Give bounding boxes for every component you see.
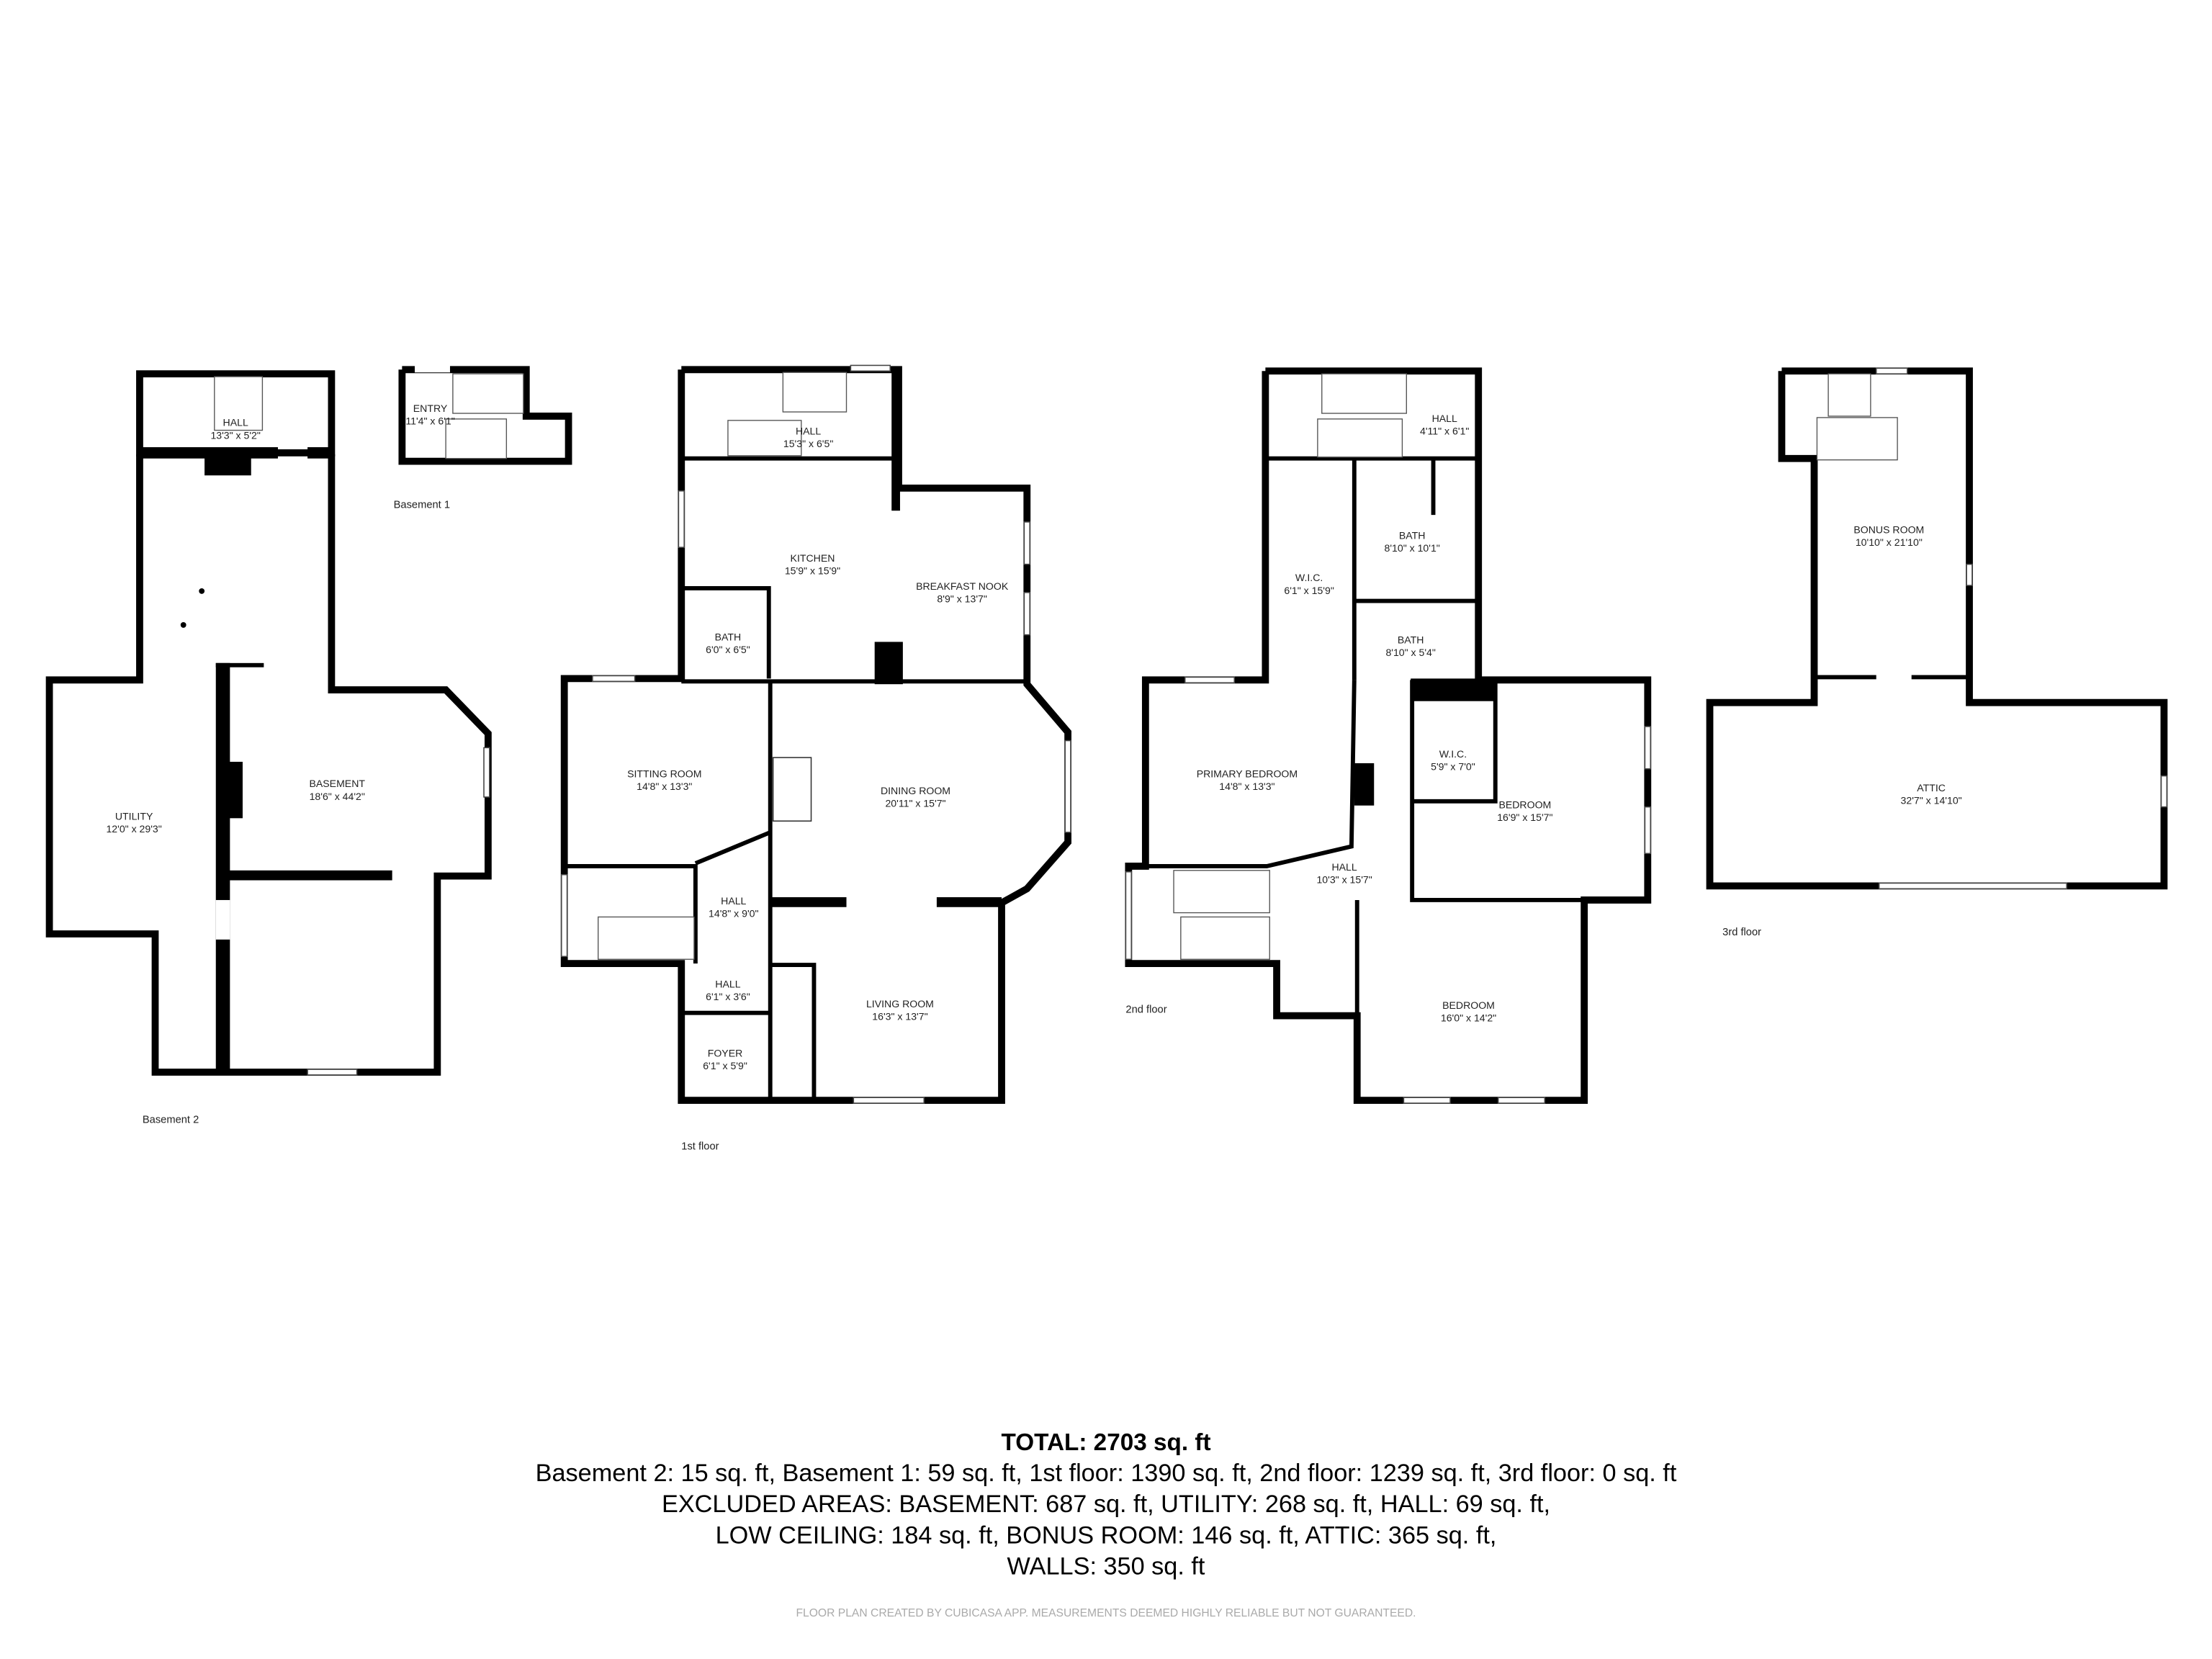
floor-label: 3rd floor bbox=[1722, 927, 1761, 938]
room-name: ATTIC bbox=[1917, 782, 1946, 793]
room-name: BATH bbox=[1399, 529, 1426, 541]
total-area: TOTAL: 2703 sq. ft bbox=[1001, 1429, 1210, 1456]
room-name: BASEMENT bbox=[309, 778, 365, 789]
room-name: HALL bbox=[715, 978, 740, 989]
room-name: DINING ROOM bbox=[881, 785, 950, 796]
room-dims: 6'0" x 6'5" bbox=[706, 644, 750, 655]
floor-basement-2: HALL 13'3" x 5'2" BASEMENT 18'6" x 44'2"… bbox=[45, 370, 492, 1126]
room-dims: 6'1" x 5'9" bbox=[703, 1060, 747, 1071]
room-dims: 15'9" x 15'9" bbox=[785, 565, 840, 576]
room-name: HALL bbox=[796, 425, 821, 436]
room-name: BREAKFAST NOOK bbox=[916, 580, 1009, 592]
area-summary: TOTAL: 2703 sq. ft Basement 2: 15 sq. ft… bbox=[536, 1429, 1677, 1619]
room-name: W.I.C. bbox=[1439, 748, 1467, 760]
room-name: HALL bbox=[223, 417, 248, 428]
room-dims: 16'0" x 14'2" bbox=[1441, 1012, 1496, 1023]
room-name: ENTRY bbox=[413, 403, 448, 414]
room-name: FOYER bbox=[708, 1047, 743, 1058]
room-dims: 15'3" x 6'5" bbox=[783, 438, 833, 449]
room-dims: 11'4" x 6'1" bbox=[405, 415, 454, 427]
floor-label: 2nd floor bbox=[1125, 1004, 1166, 1016]
room-name: BATH bbox=[1398, 634, 1424, 645]
walls-area: WALLS: 350 sq. ft bbox=[1007, 1552, 1205, 1580]
room-name: SITTING ROOM bbox=[627, 768, 701, 780]
room-dims: 5'9" x 7'0" bbox=[1431, 761, 1475, 773]
floor-label: Basement 1 bbox=[394, 499, 450, 511]
room-dims: 8'9" x 13'7" bbox=[937, 593, 986, 605]
room-name: HALL bbox=[721, 895, 746, 907]
disclaimer: FLOOR PLAN CREATED BY CUBICASA APP. MEAS… bbox=[796, 1607, 1416, 1619]
room-dims: 12'0" x 29'3" bbox=[106, 823, 161, 835]
floor-2nd: HALL 4'11" x 6'1" BATH 8'10" x 10'1" W.I… bbox=[1125, 367, 1652, 1105]
room-dims: 6'1" x 3'6" bbox=[706, 991, 750, 1002]
room-name: HALL bbox=[1432, 413, 1457, 424]
room-name: W.I.C. bbox=[1295, 572, 1323, 583]
room-dims: 10'3" x 15'7" bbox=[1316, 873, 1372, 885]
room-dims: 14'8" x 9'0" bbox=[709, 907, 758, 919]
room-name: KITCHEN bbox=[791, 552, 835, 564]
floor-label: 1st floor bbox=[681, 1141, 719, 1153]
room-dims: 16'3" x 13'7" bbox=[872, 1010, 927, 1022]
floor-3rd: BONUS ROOM 10'10" x 21'10" ATTIC 32'7" x… bbox=[1706, 367, 2168, 938]
room-dims: 20'11" x 15'7" bbox=[885, 798, 945, 809]
excluded-areas-cont: LOW CEILING: 184 sq. ft, BONUS ROOM: 146… bbox=[716, 1521, 1497, 1549]
room-dims: 14'8" x 13'3" bbox=[1219, 781, 1274, 792]
room-dims: 32'7" x 14'10" bbox=[1901, 795, 1962, 806]
excluded-areas: EXCLUDED AREAS: BASEMENT: 687 sq. ft, UT… bbox=[662, 1491, 1550, 1518]
room-dims: 4'11" x 6'1" bbox=[1420, 425, 1469, 436]
room-dims: 6'1" x 15'9" bbox=[1284, 585, 1334, 596]
room-dims: 8'10" x 10'1" bbox=[1384, 542, 1439, 554]
room-dims: 8'10" x 5'4" bbox=[1385, 647, 1435, 658]
room-name: BEDROOM bbox=[1498, 799, 1551, 811]
floor-basement-1: ENTRY 11'4" x 6'1" Basement 1 bbox=[394, 365, 572, 511]
floor-areas: Basement 2: 15 sq. ft, Basement 1: 59 sq… bbox=[536, 1460, 1677, 1487]
room-dims: 13'3" x 5'2" bbox=[210, 429, 260, 441]
room-name: BONUS ROOM bbox=[1853, 524, 1924, 536]
room-name: BATH bbox=[715, 631, 742, 642]
room-name: PRIMARY BEDROOM bbox=[1197, 768, 1298, 780]
floor-label: Basement 2 bbox=[143, 1115, 199, 1126]
room-dims: 18'6" x 44'2" bbox=[310, 791, 365, 802]
room-name: BEDROOM bbox=[1442, 999, 1495, 1011]
floor-1st: HALL 15'3" x 6'5" KITCHEN 15'9" x 15'9" … bbox=[560, 364, 1071, 1153]
room-name: UTILITY bbox=[115, 810, 153, 822]
room-dims: 10'10" x 21'10" bbox=[1856, 536, 1923, 548]
room-name: HALL bbox=[1331, 861, 1357, 873]
room-dims: 16'9" x 15'7" bbox=[1497, 811, 1552, 823]
room-name: LIVING ROOM bbox=[866, 998, 934, 1010]
room-dims: 14'8" x 13'3" bbox=[637, 781, 692, 792]
